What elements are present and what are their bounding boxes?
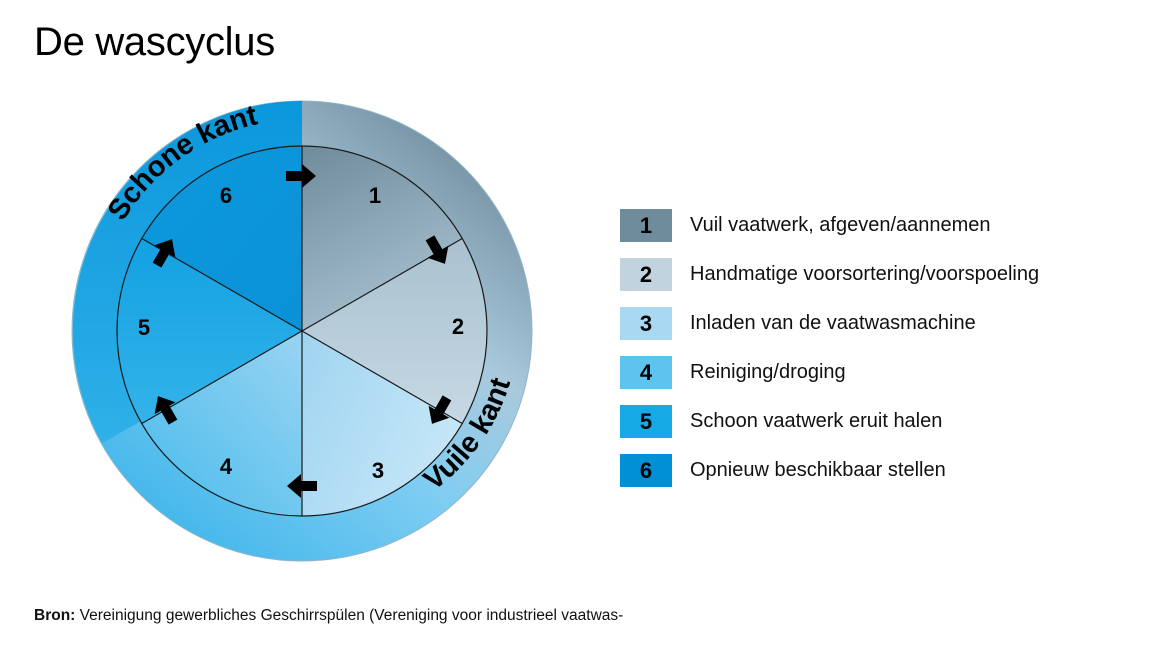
legend-swatch-4: 4 — [620, 356, 672, 389]
sector-number-5: 5 — [138, 315, 150, 340]
legend-swatch-1: 1 — [620, 209, 672, 242]
legend-item: 1 Vuil vaatwerk, afgeven/aannemen — [620, 201, 1039, 250]
arrow-icon — [154, 396, 178, 425]
legend-label-2: Handmatige voorsortering/voorspoeling — [690, 263, 1040, 285]
legend-label-3: Inladen van de vaatwasmachine — [690, 312, 976, 334]
sector-4 — [141, 331, 302, 516]
cycle-arrows — [152, 164, 452, 498]
legend-label-6: Opnieuw beschikbaar stellen — [690, 459, 946, 481]
sector-6 — [141, 146, 302, 331]
legend-item: 2 Handmatige voorsortering/voorspoeling — [620, 250, 1039, 299]
sector-number-1: 1 — [369, 183, 381, 208]
sector-5 — [117, 238, 302, 424]
sector-1 — [302, 146, 463, 331]
arrow-icon — [152, 239, 176, 268]
legend-label-5: Schoon vaatwerk eruit halen — [690, 410, 943, 432]
legend-swatch-6: 6 — [620, 454, 672, 487]
page-title: De wascyclus — [34, 20, 275, 64]
legend-item: 4 Reiniging/droging — [620, 348, 1039, 397]
sector-number-2: 2 — [452, 314, 464, 339]
source-label: Bron: — [34, 607, 76, 624]
legend-swatch-5: 5 — [620, 405, 672, 438]
arrow-icon — [287, 474, 317, 498]
sector-number-3: 3 — [372, 458, 384, 483]
sector-2 — [302, 238, 487, 424]
inner-circle — [116, 145, 488, 517]
legend: 1 Vuil vaatwerk, afgeven/aannemen 2 Hand… — [620, 201, 1039, 495]
legend-item: 5 Schoon vaatwerk eruit halen — [620, 397, 1039, 446]
arrow-icon — [286, 164, 316, 188]
sector-number-6: 6 — [220, 183, 232, 208]
legend-item: 3 Inladen van de vaatwasmachine — [620, 299, 1039, 348]
legend-label-1: Vuil vaatwerk, afgeven/aannemen — [690, 214, 991, 236]
legend-item: 6 Opnieuw beschikbaar stellen — [620, 446, 1039, 495]
sector-3 — [302, 331, 463, 516]
source-text: Vereinigung gewerbliches Geschirrspülen … — [79, 607, 624, 624]
legend-swatch-3: 3 — [620, 307, 672, 340]
legend-label-4: Reiniging/droging — [690, 361, 846, 383]
source-note: Bron: Vereinigung gewerbliches Geschirrs… — [34, 607, 623, 625]
legend-swatch-2: 2 — [620, 258, 672, 291]
arrow-icon — [428, 395, 452, 424]
arrow-icon — [425, 235, 449, 264]
sector-number-4: 4 — [220, 454, 233, 479]
